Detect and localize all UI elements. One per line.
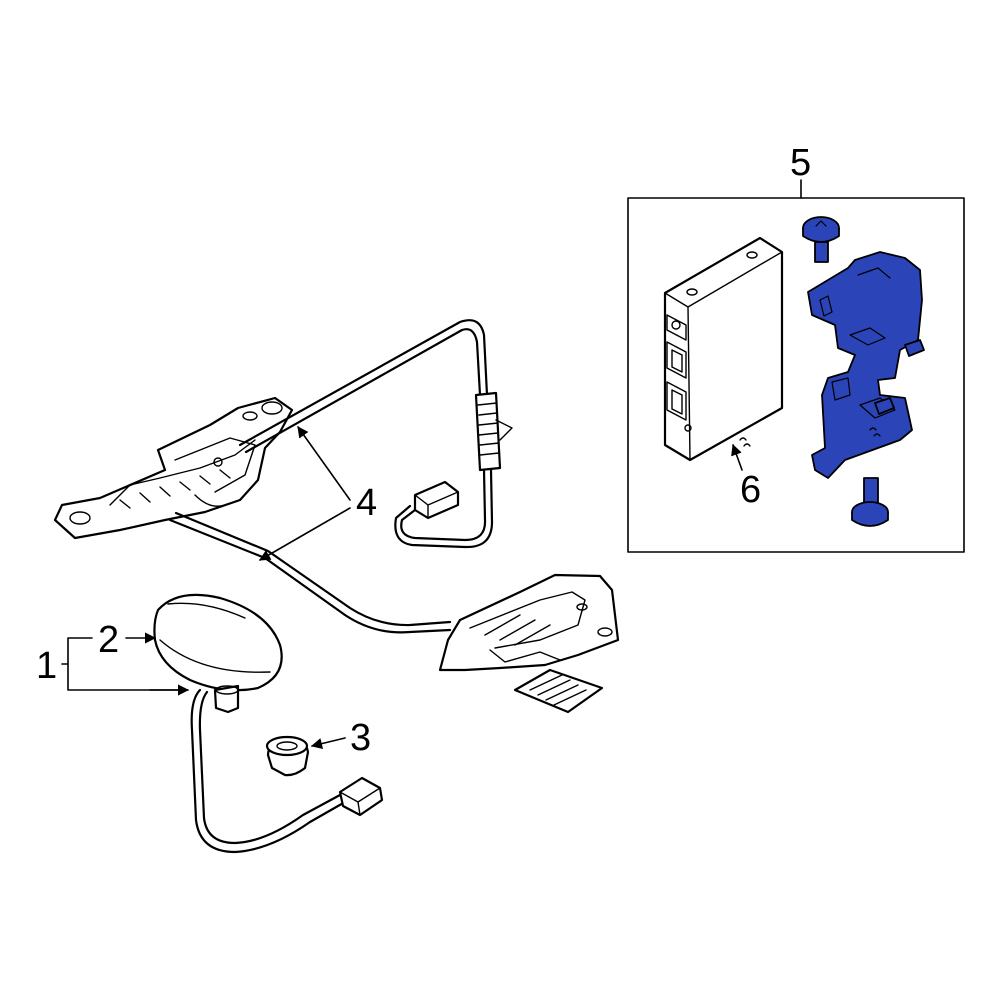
- top-bolt[interactable]: [802, 216, 840, 263]
- callout-3: 3: [350, 717, 371, 759]
- callout-4: 4: [356, 482, 377, 524]
- arrow-3: [310, 737, 346, 750]
- antenna[interactable]: [153, 593, 283, 714]
- antenna-cable-assembly[interactable]: [53, 319, 620, 714]
- arrow-6: [731, 443, 743, 471]
- module-bracket[interactable]: [807, 251, 925, 479]
- bracket-body: [807, 251, 923, 479]
- arrow-4a: [297, 426, 351, 501]
- callout-6: 6: [740, 469, 761, 511]
- callout-2: 2: [98, 619, 119, 661]
- callout-5: 5: [790, 142, 811, 184]
- leader-line-1: [61, 637, 181, 691]
- antenna-lead-cable[interactable]: [190, 688, 384, 854]
- callout-1: 1: [36, 645, 57, 687]
- control-module[interactable]: [663, 236, 784, 462]
- grommet[interactable]: [265, 735, 310, 777]
- bottom-bolt[interactable]: [851, 477, 889, 527]
- arrow-4b: [259, 507, 351, 561]
- callout-box-5: [627, 197, 965, 553]
